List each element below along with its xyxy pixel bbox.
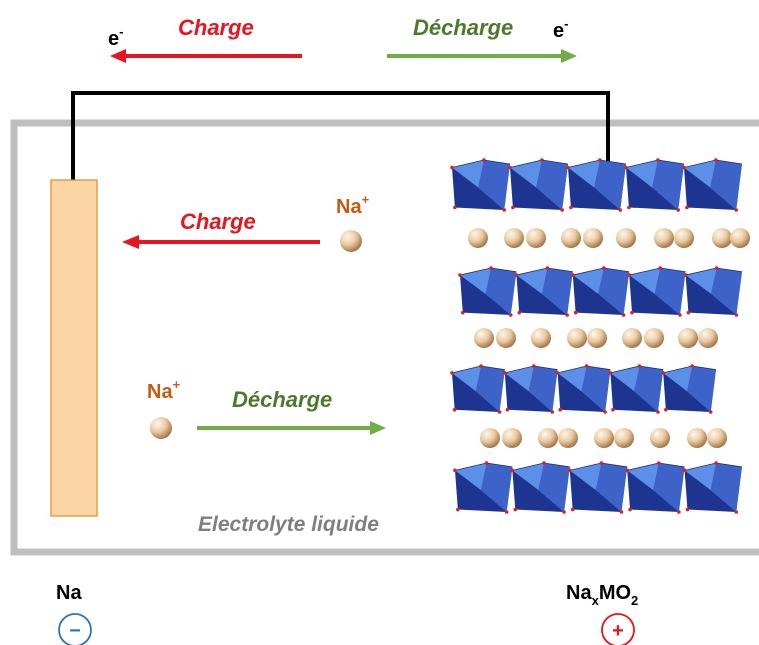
sodium-ion <box>538 428 558 448</box>
top-charge-arrow <box>110 49 302 63</box>
plus-sign: + <box>612 620 624 642</box>
sodium-ion <box>614 428 634 448</box>
sodium-ion <box>561 228 581 248</box>
cell-discharge-arrow <box>197 421 386 435</box>
minus-sign: − <box>69 620 81 642</box>
sodium-ion <box>687 428 707 448</box>
top-discharge-label: Décharge <box>413 15 513 40</box>
sodium-ion <box>531 328 551 348</box>
sodium-ion <box>474 328 494 348</box>
layered-oxide-cathode <box>450 158 750 514</box>
top-discharge-arrow <box>387 49 577 63</box>
cell-charge-arrow <box>122 235 320 249</box>
sodium-ion <box>526 228 546 248</box>
sodium-ion <box>616 228 636 248</box>
sodium-ion <box>558 428 578 448</box>
sodium-ion <box>583 228 603 248</box>
positive-electrode-label: NaxMO2 <box>566 582 638 608</box>
sodium-ion <box>644 328 664 348</box>
electrolyte-label: Electrolyte liquide <box>198 513 379 536</box>
sodium-ion <box>650 428 670 448</box>
sodium-metal-electrode <box>50 179 98 517</box>
sodium-ion-label-top: Na+ <box>336 192 370 218</box>
sodium-ion-bottom <box>150 417 172 439</box>
top-charge-label: Charge <box>178 15 254 40</box>
sodium-ion <box>674 228 694 248</box>
electron-right-label: e- <box>553 16 568 42</box>
positive-terminal-icon: + <box>601 613 635 645</box>
octahedra-layer <box>450 158 743 212</box>
sodium-ion <box>468 228 488 248</box>
octahedra-layer <box>450 364 717 414</box>
external-circuit-wire <box>71 91 610 180</box>
octahedra-layer <box>453 461 743 514</box>
sodium-ion <box>678 328 698 348</box>
negative-electrode-label: Na <box>56 582 82 604</box>
cell-charge-label: Charge <box>180 209 256 234</box>
sodium-ion <box>622 328 642 348</box>
sodium-ion <box>587 328 607 348</box>
electron-left-label: e- <box>108 24 123 50</box>
sodium-ion <box>730 228 750 248</box>
sodium-ion <box>480 428 500 448</box>
negative-terminal-icon: − <box>58 613 92 645</box>
cell-container <box>10 119 759 556</box>
sodium-ion <box>502 428 522 448</box>
sodium-ion <box>698 328 718 348</box>
sodium-ion <box>496 328 516 348</box>
sodium-ion <box>567 328 587 348</box>
sodium-ion <box>504 228 524 248</box>
octahedra-layer <box>458 266 743 317</box>
sodium-ion <box>712 228 732 248</box>
sodium-ion-top <box>340 230 362 252</box>
sodium-ion-label-bottom: Na+ <box>147 377 181 403</box>
sodium-ion <box>594 428 614 448</box>
sodium-ion <box>707 428 727 448</box>
sodium-ion <box>654 228 674 248</box>
cell-discharge-label: Décharge <box>232 387 332 412</box>
